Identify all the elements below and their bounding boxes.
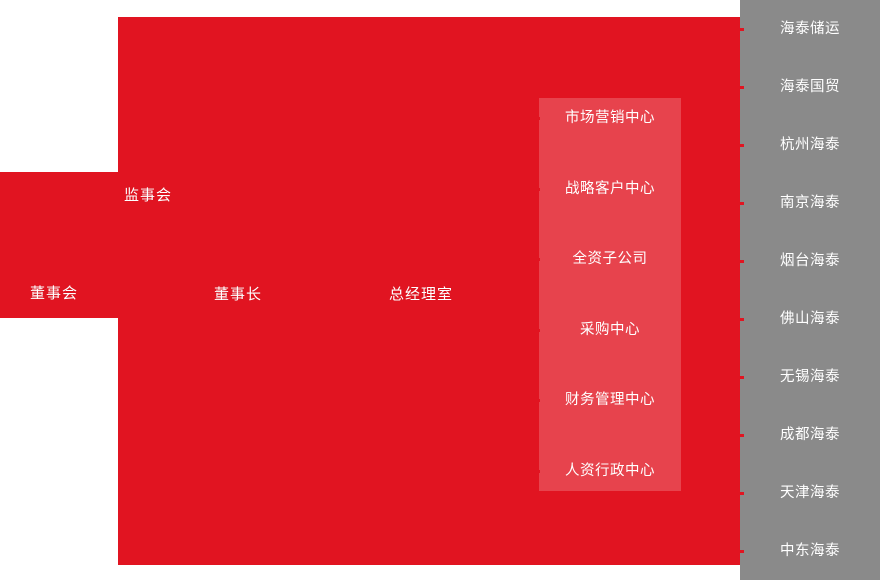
node-board-of-directors[interactable]: 董事会 <box>30 285 79 302</box>
subsidiary-item[interactable]: 杭州海泰 <box>740 138 880 153</box>
node-general-manager-office[interactable]: 总经理室 <box>389 286 454 303</box>
main-red-panel <box>118 17 740 565</box>
subsidiary-item[interactable]: 南京海泰 <box>740 196 880 211</box>
sidebar-connector-rail <box>736 17 740 565</box>
left-red-panel <box>0 172 118 318</box>
subsidiary-item[interactable]: 海泰储运 <box>740 22 880 37</box>
department-item[interactable]: 财务管理中心 <box>536 393 681 408</box>
subsidiary-item[interactable]: 无锡海泰 <box>740 370 880 385</box>
department-item[interactable]: 市场营销中心 <box>536 111 681 126</box>
node-chairman[interactable]: 董事长 <box>214 286 263 303</box>
department-panel: 市场营销中心 战略客户中心 全资子公司 采购中心 财务管理中心 人资行政中心 <box>536 98 681 491</box>
subsidiary-item[interactable]: 烟台海泰 <box>740 254 880 269</box>
subsidiary-item[interactable]: 海泰国贸 <box>740 80 880 95</box>
department-item[interactable]: 全资子公司 <box>536 252 681 267</box>
subsidiary-item[interactable]: 佛山海泰 <box>740 312 880 327</box>
department-item[interactable]: 采购中心 <box>536 322 681 338</box>
subsidiary-item[interactable]: 中东海泰 <box>740 544 880 559</box>
subsidiary-item[interactable]: 天津海泰 <box>740 486 880 501</box>
department-item[interactable]: 人资行政中心 <box>536 463 681 479</box>
node-board-of-supervisors[interactable]: 监事会 <box>124 187 173 204</box>
department-item[interactable]: 战略客户中心 <box>536 181 681 197</box>
subsidiary-item[interactable]: 成都海泰 <box>740 428 880 443</box>
subsidiary-sidebar: 海泰储运 海泰国贸 杭州海泰 南京海泰 烟台海泰 佛山海泰 无锡海泰 成都海泰 … <box>740 0 880 580</box>
